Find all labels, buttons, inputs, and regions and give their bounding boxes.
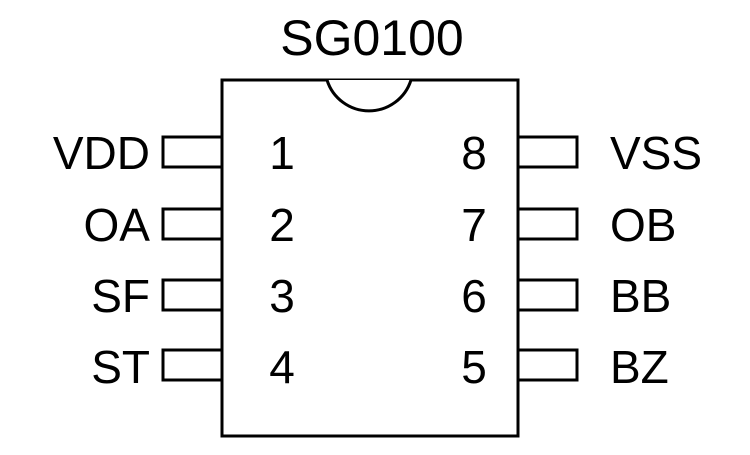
- pin-lead-7: [516, 207, 579, 241]
- pin-lead-4: [161, 348, 224, 382]
- pin-lead-8: [516, 135, 579, 169]
- pin-number-1: 1: [269, 127, 295, 179]
- pin-name-7: OB: [610, 199, 676, 251]
- pin-number-6: 6: [461, 270, 487, 322]
- pin-number-4: 4: [269, 341, 295, 393]
- pin-name-3: SF: [91, 270, 150, 322]
- chip-title: SG0100: [280, 10, 463, 66]
- pin-lead-5: [516, 348, 579, 382]
- pin-lead-1: [161, 135, 224, 169]
- pin-name-6: BB: [610, 270, 671, 322]
- pin-number-2: 2: [269, 199, 295, 251]
- pin-name-5: BZ: [610, 341, 669, 393]
- pin-number-5: 5: [461, 341, 487, 393]
- pin-name-8: VSS: [610, 127, 702, 179]
- pin1-notch: [325, 79, 413, 113]
- pin-number-8: 8: [461, 127, 487, 179]
- pin-name-1: VDD: [53, 127, 150, 179]
- pin-lead-2: [161, 207, 224, 241]
- pin-name-4: ST: [91, 341, 150, 393]
- pin-number-3: 3: [269, 270, 295, 322]
- pin-number-7: 7: [461, 199, 487, 251]
- pin-lead-6: [516, 278, 579, 312]
- pin-name-2: OA: [84, 199, 151, 251]
- pin-lead-3: [161, 278, 224, 312]
